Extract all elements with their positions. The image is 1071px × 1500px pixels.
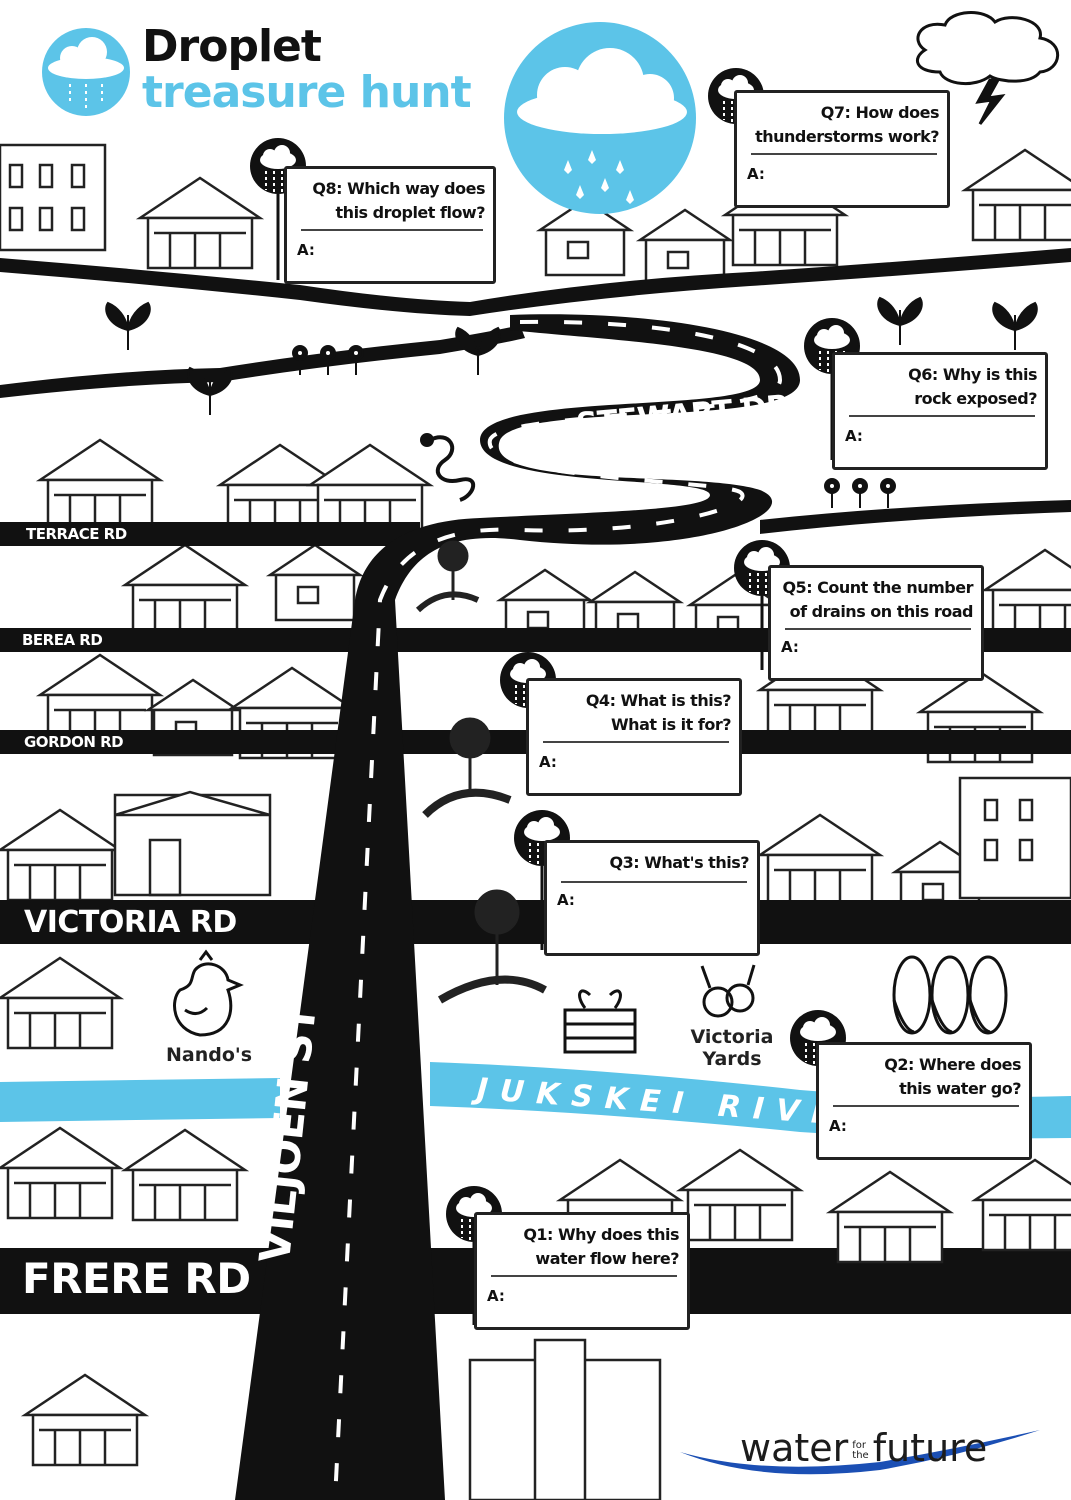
question-card-q4: Q4: What is this? What is it for? A: xyxy=(526,678,742,796)
answer-divider xyxy=(833,1105,1019,1107)
question-text: Q8: Which way does this droplet flow? xyxy=(312,177,485,225)
question-line-2: What is it for? xyxy=(611,715,731,734)
question-line-1: Q8: Which way does xyxy=(312,179,485,198)
logo-wave xyxy=(680,1430,1040,1475)
ridge-lower xyxy=(760,500,1071,534)
answer-divider xyxy=(785,628,971,630)
question-line-1: Q1: Why does this xyxy=(523,1225,679,1244)
question-text: Q3: What's this? xyxy=(609,851,749,875)
answer-field[interactable]: A: xyxy=(747,165,765,183)
question-card-q3: Q3: What's this? A: xyxy=(544,840,760,956)
answer-field[interactable]: A: xyxy=(845,427,863,445)
question-line-2: thunderstorms work? xyxy=(755,127,939,146)
question-line-1: Q3: What's this? xyxy=(609,853,749,872)
question-card-q8: Q8: Which way does this droplet flow? A: xyxy=(284,166,496,284)
plant-icon xyxy=(105,302,151,351)
answer-divider xyxy=(849,415,1035,417)
main-road xyxy=(235,314,800,1500)
answer-divider xyxy=(301,229,483,231)
answer-divider xyxy=(751,153,937,155)
answer-field[interactable]: A: xyxy=(829,1117,847,1135)
place-nandos: Nando's xyxy=(166,1044,253,1066)
place-victoria-yards: Victoria Yards xyxy=(690,1026,774,1070)
answer-divider xyxy=(561,881,747,883)
street-terrace: TERRACE RD xyxy=(26,525,127,543)
logo-word-1: water xyxy=(740,1426,849,1470)
question-text: Q4: What is this? What is it for? xyxy=(585,689,732,737)
question-card-q6: Q6: Why is this rock exposed? A: xyxy=(832,352,1048,470)
street-victoria: VICTORIA RD xyxy=(24,905,237,940)
answer-field[interactable]: A: xyxy=(487,1287,505,1305)
tree-icon xyxy=(415,540,547,1004)
page-title: Droplet treasure hunt xyxy=(142,21,472,118)
logo-small-1: for xyxy=(852,1439,867,1451)
chicken-icon xyxy=(173,949,244,1037)
question-line-2: this water go? xyxy=(899,1079,1021,1098)
question-line-1: Q5: Count the number xyxy=(782,578,973,597)
answer-divider xyxy=(491,1275,677,1277)
answer-field[interactable]: A: xyxy=(557,891,575,909)
question-text: Q6: Why is this rock exposed? xyxy=(908,363,1037,411)
title-line-1: Droplet xyxy=(142,21,322,72)
question-line-1: Q2: Where does xyxy=(884,1055,1021,1074)
building-tall xyxy=(113,776,1071,1500)
question-card-q2: Q2: Where does this water go? A: xyxy=(816,1042,1032,1160)
flower-icon xyxy=(824,478,896,509)
street-frere: FRERE RD xyxy=(22,1254,251,1303)
street-gordon: GORDON RD xyxy=(24,733,124,751)
snake-icon xyxy=(420,433,476,502)
rain-cloud-icon xyxy=(42,28,130,116)
droplet-marker-icon xyxy=(513,809,571,950)
answer-field[interactable]: A: xyxy=(297,241,315,259)
question-text: Q7: How does thunderstorms work? xyxy=(755,101,939,149)
answer-field[interactable]: A: xyxy=(539,753,557,771)
droplet-marker-icon xyxy=(249,137,307,280)
question-card-q7: Q7: How does thunderstorms work? A: xyxy=(734,90,950,208)
place-victoria-yards-text: Victoria Yards xyxy=(690,1026,774,1070)
question-line-1: Q7: How does xyxy=(820,103,940,122)
question-line-2: water flow here? xyxy=(535,1249,679,1268)
answer-field[interactable]: A: xyxy=(781,638,799,656)
question-line-1: Q6: Why is this xyxy=(908,365,1037,384)
question-line-1: Q4: What is this? xyxy=(585,691,732,710)
question-text: Q1: Why does this water flow here? xyxy=(523,1223,679,1271)
vegetable-icon xyxy=(563,964,756,1054)
plant-icon xyxy=(992,302,1038,351)
question-line-2: of drains on this road xyxy=(789,602,974,621)
question-card-q5: Q5: Count the number of drains on this ro… xyxy=(768,565,984,681)
question-text: Q2: Where does this water go? xyxy=(884,1053,1021,1101)
ridge-top xyxy=(0,248,1071,316)
logo-small-2: the xyxy=(852,1449,869,1461)
rain-cloud-icon xyxy=(504,22,696,214)
corn-icon xyxy=(892,955,1008,1035)
thunder-cloud-icon xyxy=(915,11,1060,125)
droplet-marker-icon xyxy=(733,539,791,670)
question-card-q1: Q1: Why does this water flow here? A: xyxy=(474,1212,690,1330)
buildings-top xyxy=(0,143,1071,287)
ridge-mid xyxy=(0,325,525,398)
question-text: Q5: Count the number of drains on this ro… xyxy=(782,576,973,624)
question-line-2: this droplet flow? xyxy=(335,203,486,222)
logo-word-2: future xyxy=(872,1426,988,1470)
question-line-2: rock exposed? xyxy=(914,389,1037,408)
plant-icon xyxy=(877,297,923,346)
answer-divider xyxy=(543,741,729,743)
street-berea: BEREA RD xyxy=(22,631,103,649)
title-line-2: treasure hunt xyxy=(142,67,472,118)
